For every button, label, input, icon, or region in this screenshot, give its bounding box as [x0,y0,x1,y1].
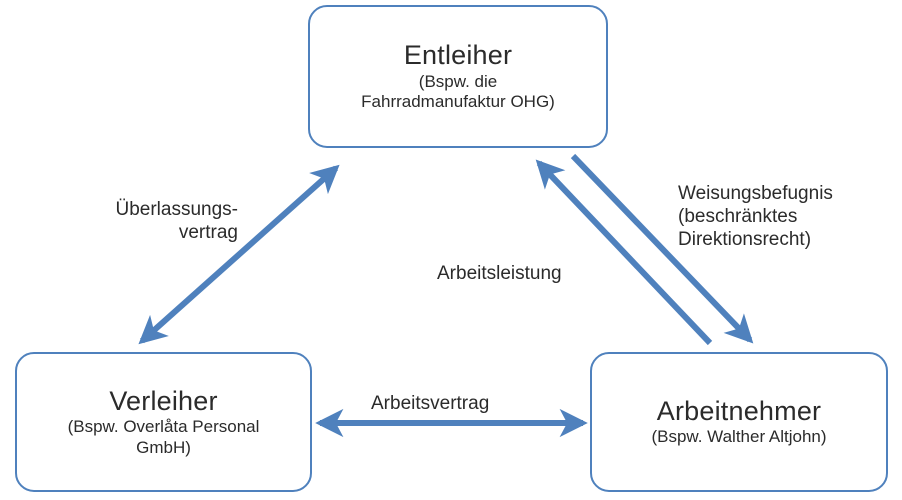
edge-label-arbeitsvertrag-line-1: Arbeitsvertrag [371,393,490,414]
node-entleiher-subtitle: (Bspw. die Fahrradmanufaktur OHG) [361,72,555,113]
node-verleiher-title: Verleiher [109,385,218,416]
node-arbeitnehmer-title: Arbeitnehmer [656,396,822,427]
node-verleiher-subtitle-line-1: (Bspw. Overlåta Personal [67,417,260,437]
edge-label-arbeitsleistung: Arbeitsleistung [437,262,562,285]
edge-label-ueberlassungsvertrag-line-1: Überlassungs- [115,199,239,220]
edge-label-weisungsbefugnis: Weisungsbefugnis (beschränktes Direktion… [678,182,833,252]
edge-label-arbeitsvertrag: Arbeitsvertrag [371,392,489,415]
node-verleiher-subtitle-line-2: GmbH) [136,437,191,457]
edge-label-weisungsbefugnis-line-1: Weisungsbefugnis [678,183,833,204]
edge-label-weisungsbefugnis-line-3: Direktionsrecht) [678,229,812,251]
node-entleiher-title: Entleiher [403,40,513,71]
node-entleiher-subtitle-line-2: Fahrradmanufaktur OHG) [361,92,555,112]
node-arbeitnehmer[interactable]: Arbeitnehmer (Bspw. Walther Altjohn) [590,352,888,492]
edge-label-weisungsbefugnis-line-2: (beschränktes [678,206,798,228]
connector-ueberlassungsvertrag [138,164,340,345]
node-entleiher-subtitle-line-1: (Bspw. die [418,71,498,91]
node-arbeitnehmer-subtitle: (Bspw. Walther Altjohn) [651,427,826,447]
node-arbeitnehmer-subtitle-line-1: (Bspw. Walther Altjohn) [651,427,827,447]
edge-label-arbeitsleistung-line-1: Arbeitsleistung [437,263,562,284]
edge-label-ueberlassungsvertrag-line-2: vertrag [178,222,238,244]
connector-arbeitsleistung [535,159,713,346]
edge-label-ueberlassungsvertrag: Überlassungs- vertrag [56,198,239,244]
node-verleiher[interactable]: Verleiher (Bspw. Overlåta Personal GmbH) [15,352,312,492]
node-entleiher[interactable]: Entleiher (Bspw. die Fahrradmanufaktur O… [308,5,608,148]
connector-weisungsbefugnis [570,153,754,344]
node-verleiher-subtitle: (Bspw. Overlåta Personal GmbH) [68,417,260,458]
